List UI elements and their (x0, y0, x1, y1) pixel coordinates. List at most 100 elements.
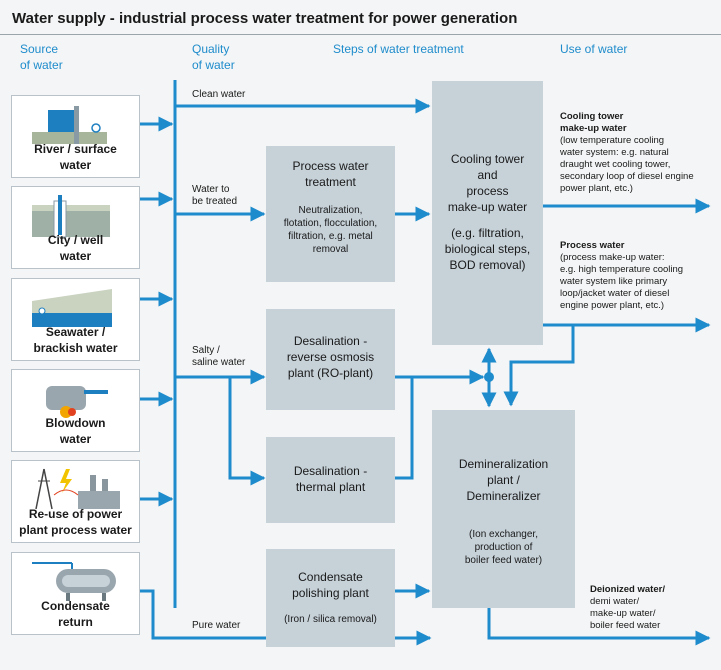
source-label-line: return (58, 615, 93, 629)
use-title-line: make-up water (560, 123, 627, 134)
source-label-line: water (59, 158, 92, 172)
flow-label-line: saline water (192, 357, 246, 368)
source-label: Condensate return (12, 598, 139, 630)
use-cooling: Cooling tower make-up water (low tempera… (560, 111, 694, 195)
box-title-line: Demineralization (458, 457, 549, 471)
source-well: City / well water (11, 186, 140, 269)
box-condensate-polishing: Condensate polishing plant (Iron / silic… (266, 549, 395, 647)
box-title-line: Cooling tower (450, 152, 525, 166)
box-title-line: Process water (292, 159, 369, 173)
process-to-demin-flow (503, 325, 575, 407)
use-desc-line: power plant, etc.) (560, 183, 633, 194)
box-sub-line: flotation, flocculation, (283, 218, 378, 229)
flow-label-pure: Pure water (192, 620, 241, 631)
use-deionized: Deionized water/ demi water/ make-up wat… (590, 584, 665, 632)
box-sub-line: (e.g. filtration, (451, 226, 524, 240)
box-sub-line: (Ion exchanger, (469, 529, 538, 540)
box-title-line: treatment (305, 175, 356, 189)
use-desc-line: (process make-up water: (560, 252, 665, 263)
source-label-line: City / well (47, 233, 104, 247)
box-sub-line: boiler feed water) (464, 555, 543, 566)
source-condensate: Condensate return (11, 552, 140, 635)
use-desc-line: e.g. high temperature cooling (560, 264, 684, 275)
flow-label-clean: Clean water (192, 89, 246, 100)
deion-use-flow (487, 608, 711, 646)
use-desc-line: water system like primary (560, 276, 668, 287)
source-label-line: water (59, 249, 92, 263)
source-label-line: water (59, 432, 92, 446)
source-power-plant: Re-use of power plant process water (11, 460, 140, 543)
well-icon (32, 195, 110, 238)
box-sub-line: BOD removal) (449, 258, 526, 272)
sea-icon (32, 289, 112, 327)
header-quality-line2: of water (192, 58, 235, 72)
source-label-line: brackish water (33, 341, 118, 355)
header-source-line1: Source (20, 42, 59, 56)
box-process-water: Process water treatment Neutralization, … (266, 146, 395, 282)
source-label-line: Seawater / (45, 325, 106, 339)
source-label: City / well water (12, 232, 139, 264)
use-desc-line: boiler feed water (590, 620, 661, 631)
use-desc-line: demi water/ (590, 596, 640, 607)
tank-icon (32, 562, 116, 601)
box-title-line: Desalination - (293, 464, 368, 478)
boiler-icon (46, 386, 108, 418)
flow-label-saline: Salty /saline water (192, 345, 245, 369)
source-label-line: plant process water (19, 523, 132, 537)
use-title-line: Process water (560, 240, 625, 251)
header-quality: Quality of water (192, 41, 235, 73)
header-quality-line1: Quality (192, 42, 230, 56)
box-sub-line: production of (474, 542, 533, 553)
box-title-line: plant / (487, 473, 520, 487)
source-label: Seawater / brackish water (12, 324, 139, 356)
box-title-line: Condensate (298, 570, 363, 584)
box-sub-line: Neutralization, (298, 205, 363, 216)
source-sea: Seawater / brackish water (11, 278, 140, 361)
source-label-line: Re-use of power (28, 507, 123, 521)
source-label-line: Condensate (41, 599, 110, 613)
power-plant-icon (35, 468, 120, 510)
use-process: Process water (process make-up water: e.… (560, 240, 683, 312)
use-desc-line: make-up water/ (590, 608, 656, 619)
box-thermal: Desalination - thermal plant (266, 437, 395, 523)
header-use: Use of water (560, 42, 628, 56)
flow-label-line: be treated (192, 196, 238, 207)
header-source-line2: of water (20, 58, 63, 72)
box-cooling-tower: Cooling tower and process make-up water … (432, 81, 543, 345)
flow-label-line: Water to (192, 184, 230, 195)
source-label: Re-use of power plant process water (12, 506, 139, 538)
use-desc-line: loop/jacket water of diesel (560, 288, 670, 299)
diagram-title: Water supply - industrial process water … (12, 10, 518, 27)
box-demineralization: Demineralization plant / Demineralizer (… (432, 410, 575, 608)
source-blowdown: Blowdown water (11, 369, 140, 452)
use-desc-line: secondary loop of diesel engine (560, 171, 694, 182)
box-sub-line: (Iron / silica removal) (284, 614, 377, 625)
saline-to-thermal-flow (228, 377, 266, 486)
box-title-line: plant (RO-plant) (287, 366, 374, 380)
use-desc-line: engine power plant, etc.) (560, 300, 665, 311)
box-sub-line: filtration, e.g. metal (288, 231, 373, 242)
box-sub-line: removal (312, 244, 349, 255)
box-title-line: process (466, 184, 509, 198)
box-title-line: Demineralizer (466, 489, 541, 503)
box-sub-line: biological steps, (444, 242, 531, 256)
box-title-line: polishing plant (292, 586, 369, 600)
box-title-line: reverse osmosis (286, 350, 375, 364)
header-steps: Steps of water treatment (333, 42, 464, 56)
box-reverse-osmosis: Desalination - reverse osmosis plant (RO… (266, 309, 395, 410)
use-desc-line: (low temperature cooling (560, 135, 665, 146)
river-icon (32, 106, 107, 144)
source-label-line: Blowdown (45, 416, 106, 430)
source-label: Blowdown water (12, 415, 139, 447)
box-title-line: make-up water (447, 200, 528, 214)
flow-label-line: Salty / (192, 345, 220, 356)
use-title-line: Deionized water/ (590, 584, 665, 595)
use-desc-line: water system: e.g. natural (560, 147, 669, 158)
box-title-line: thermal plant (295, 480, 366, 494)
box-title-line: Desalination - (293, 334, 368, 348)
box-title-line: and (477, 168, 498, 182)
